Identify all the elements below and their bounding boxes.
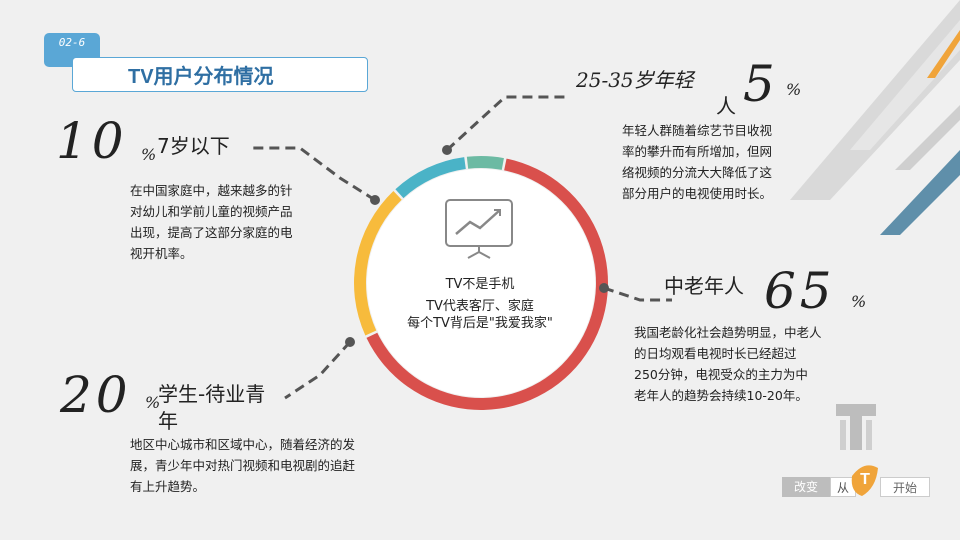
students-label-line1: 学生-待业青 [158,382,266,406]
footer-start-label: 开始 [880,477,930,497]
desc-line: 我国老龄化社会趋势明显，中老人 [634,325,822,340]
presentation-chart-icon [445,199,513,259]
desc-line: 出现，提高了这部分家庭的电 [130,225,293,240]
center-text: TV不是手机 TV代表客厅、家庭 每个TV背后是"我爱我家" [395,276,565,332]
young-description: 年轻人群随着综艺节目收视 率的攀升而有所增加，但网 络视频的分流大大降低了这 部… [622,120,822,204]
elderly-label: 中老年人 [664,274,744,298]
desc-line: 部分用户的电视使用时长。 [622,186,773,201]
connector-dot-students [345,337,355,347]
elderly-number: 65 [764,262,836,320]
donut-center [367,169,595,397]
under7-label: 7岁以下 [157,134,230,158]
desc-line: 老年人的趋势会持续10-20年。 [634,388,808,403]
connector-dot-young [442,145,452,155]
center-line3: 每个TV背后是"我爱我家" [407,316,553,331]
desc-line: 250分钟，电视受众的主力为中 [634,367,808,382]
under7-percent-sign: % [141,145,157,164]
footer-change-label: 改变 [782,477,830,497]
donut-segment [353,191,402,336]
footer-t-logo-icon: T [851,465,878,496]
elderly-description: 我国老龄化社会趋势明显，中老人 的日均观看电视时长已经超过 250分钟，电视受众… [634,322,884,406]
desc-line: 在中国家庭中，越来越多的针 [130,183,293,198]
connector-lines [248,95,672,400]
students-label-line2: 年 [158,409,178,433]
donut-segments [353,156,608,410]
logo-icon [836,404,876,450]
young-label-line2: 人 [716,94,736,118]
desc-line: 的日均观看电视时长已经超过 [634,346,797,361]
connector-students [284,340,352,400]
center-line2: TV代表客厅、家庭 [426,299,534,314]
young-percent-sign: % [786,80,802,99]
connector-dot-under7 [370,195,380,205]
title-box [72,57,368,92]
desc-line: 展，青少年中对热门视频和电视剧的追赶 [130,458,356,473]
desc-line: 地区中心城市和区域中心，随着经济的发 [130,437,356,452]
center-line1: TV不是手机 [445,277,515,292]
under7-number: 10 [56,112,128,170]
desc-line: 年轻人群随着综艺节目收视 [622,123,773,138]
svg-text:T: T [860,471,870,488]
students-number: 20 [60,366,132,424]
donut-segment [466,156,504,170]
elderly-percent-sign: % [851,292,867,311]
connector-elderly [603,286,672,302]
students-description: 地区中心城市和区域中心，随着经济的发 展，青少年中对热门视频和电视剧的追赶 有上… [130,434,410,497]
donut-segment [395,157,466,199]
students-percent-sign: % [145,393,161,412]
connector-young [445,95,570,152]
connector-dot-elderly [599,283,609,293]
connector-under7 [248,146,376,202]
young-label-line1: 25-35岁年轻 [576,68,694,92]
desc-line: 有上升趋势。 [130,479,206,494]
desc-line: 率的攀升而有所增加，但网 [622,144,773,159]
page-title: TV用户分布情况 [128,66,274,88]
desc-line: 视开机率。 [130,246,193,261]
young-number: 5 [743,55,779,113]
desc-line: 络视频的分流大大降低了这 [622,165,773,180]
under7-description: 在中国家庭中，越来越多的针 对幼儿和学前儿童的视频产品 出现，提高了这部分家庭的… [130,180,370,264]
desc-line: 对幼儿和学前儿童的视频产品 [130,204,293,219]
